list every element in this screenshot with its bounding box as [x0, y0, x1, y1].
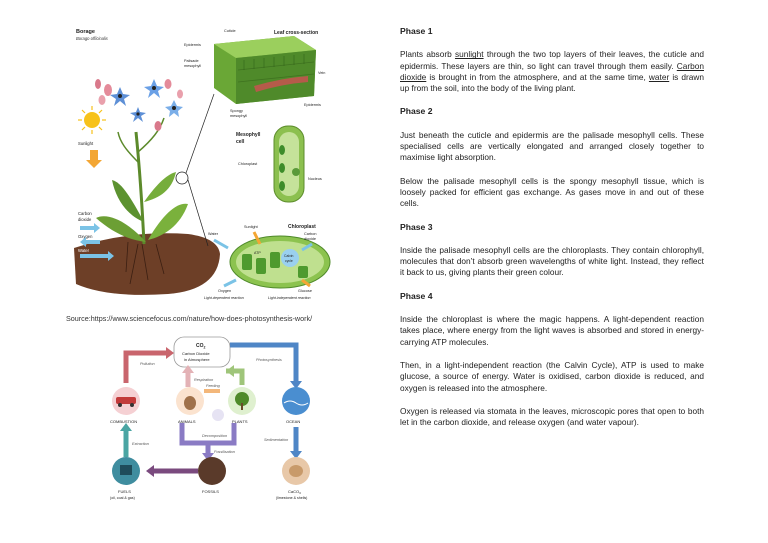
carbon-c-arrow [301, 242, 313, 252]
ocean-arrow [230, 342, 299, 383]
chloroplast-diagram [229, 235, 331, 289]
mesophyll-cell [273, 125, 305, 203]
leaf-cross-section [214, 36, 316, 104]
atp-label: ATP [254, 251, 261, 255]
carbon-arrow [80, 223, 100, 233]
oxygen-c-arrow [223, 278, 237, 288]
phase-4-paragraph-1: Inside the chloroplast is where the magi… [400, 314, 704, 347]
phase-2-paragraph-2: Below the palisade mesophyll cells is th… [400, 175, 704, 209]
plants-label: PLANTS [232, 419, 248, 424]
glucose-c-label: Glucose [298, 289, 312, 293]
sedimentation-label: Sedimentation [264, 438, 288, 442]
water-arrow [80, 251, 114, 261]
chloroplast-title: Chloroplast [288, 224, 316, 230]
phase-1-title: Phase 1 [400, 26, 433, 36]
phase-3-paragraph: Inside the palisade mesophyll cells are … [400, 244, 704, 278]
sun-icon [78, 106, 106, 134]
co2-label: CO2 [196, 343, 206, 350]
water-c-label: Water [208, 232, 219, 236]
ocean-label: OCEAN [286, 419, 300, 424]
phase-3-title: Phase 3 [400, 221, 433, 232]
phase-1-paragraph: Plants absorb sunlight through the two t… [400, 49, 705, 94]
carbon-c-label: Carbon [304, 232, 316, 236]
carbon-dioxide-term: Carbon dioxide [400, 60, 704, 82]
borage-flowers [95, 79, 183, 131]
lir-label: Light-independent reaction [268, 296, 311, 300]
decomposition-label: Decomposition [202, 434, 227, 438]
plant-title: Borage [76, 29, 95, 35]
photosynthesis-label: Photosynthesis [256, 358, 282, 362]
decomposition-arrow [179, 423, 237, 446]
calvin-label-2: cycle [285, 259, 293, 263]
carbon-label: Carbon [78, 211, 92, 216]
plant-body [96, 117, 188, 245]
ldr-label: Light-dependent reaction [204, 296, 244, 300]
palisade-label: Palisade [184, 59, 199, 63]
source-caption: Source:https://www.sciencefocus.com/natu… [66, 314, 313, 323]
phase-4-paragraph-3: Oxygen is released via stomata in the le… [400, 405, 704, 428]
soil [74, 233, 220, 295]
nucleus-label: Nucleus [308, 177, 322, 181]
atmosphere-label: Carbon Dioxide [182, 351, 210, 356]
phase-4-title: Phase 4 [400, 290, 433, 301]
fossilisation-label: Fossilisation [214, 450, 235, 454]
animals-label: ANIMALS [178, 419, 196, 424]
chloroplast-pointer-label: Chloroplast [238, 162, 258, 166]
fossils-node [198, 457, 226, 485]
fossils-label: FOSSILS [202, 489, 219, 494]
oxygen-c-label: Oxygen [218, 289, 231, 293]
carbon-label-2: dioxide [78, 217, 92, 222]
spongy-label: Spongy [230, 109, 243, 113]
cuticle-label: Cuticle [224, 29, 236, 33]
water-label: Water [78, 248, 90, 253]
mesophyll-title: Mesophyll [236, 132, 261, 138]
feeding-label: Feeding [206, 384, 221, 388]
glucose-c-arrow [301, 278, 311, 288]
carbon-c-label-2: dioxide [304, 237, 316, 241]
sunlight-c-arrow [252, 231, 262, 245]
epidermis-bottom-label: Epidermis [304, 103, 321, 107]
sunlight-c-label: Sunlight [244, 225, 259, 229]
plant-subtitle: Borago officinalis [76, 36, 109, 41]
oxygen-arrow [80, 237, 100, 247]
decomposer-node [212, 409, 224, 421]
callout-circle [175, 171, 189, 185]
pollution-arrow [123, 350, 168, 383]
combustion-label: COMBUSTION [110, 419, 137, 424]
sunlight-arrow [86, 150, 102, 168]
ocean-node [282, 387, 310, 415]
extraction-label: Extraction [132, 442, 149, 446]
sunlight-label: Sunlight [78, 141, 94, 146]
carbon-cycle-figure: CO2 Carbon Dioxide in Atmosphere Polluti… [106, 331, 326, 505]
phase-text-column: Phase 1 Plants absorb sunlight through t… [400, 26, 704, 440]
respiration-label: Respiration [194, 378, 213, 382]
phase-2-title: Phase 2 [400, 106, 433, 117]
mesophyll-title-2: cell [236, 139, 245, 145]
vein-label: Vein [318, 71, 325, 75]
fuels-label: FUELS [118, 489, 131, 494]
fuels-label-2: (oil, coal & gas) [110, 496, 135, 500]
carbon-cycle-diagram: CO2 Carbon Dioxide in Atmosphere Polluti… [110, 336, 310, 500]
atmosphere-label-2: in Atmosphere [184, 357, 210, 362]
leaf-title: Leaf cross-section [274, 30, 318, 36]
calvin-label: Calvin [284, 254, 294, 258]
photosynthesis-illustration: Borage Borago officinalis Sunlight Carbo… [74, 29, 331, 300]
photosynthesis-figure: Borage Borago officinalis Sunlight Carbo… [68, 22, 334, 302]
spongy-label-2: mesophyll [230, 114, 247, 118]
phase-2-paragraph-1: Just beneath the cuticle and epidermis a… [400, 129, 704, 163]
epidermis-top-label: Epidermis [184, 43, 201, 47]
atmosphere-box [173, 336, 231, 368]
phase-4-paragraph-2: Then, in a light-independent reaction (t… [400, 359, 704, 393]
caco3-label: CaCO3 [288, 489, 301, 495]
water-c-arrow [213, 238, 229, 250]
water-term: water [648, 71, 670, 82]
palisade-label-2: mesophyll [184, 64, 201, 68]
sunlight-term: sunlight [454, 49, 484, 60]
oxygen-label: Oxygen [78, 234, 93, 239]
pollution-label: Pollution [140, 362, 155, 366]
caco3-label-2: (limestone & shells) [276, 496, 307, 500]
